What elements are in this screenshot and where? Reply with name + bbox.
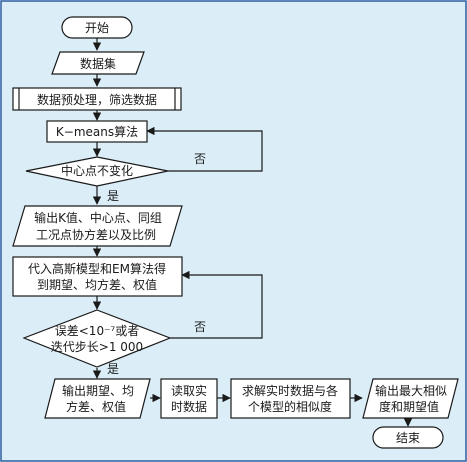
start-label: 开始 — [85, 21, 109, 35]
out-expect-label-line1: 输出期望、均 — [62, 383, 134, 398]
out-expect-label-line2: 方差、权值 — [66, 399, 126, 414]
gmm-box — [12, 256, 183, 297]
kmeans-box — [46, 120, 148, 143]
read-label-line2: 时数据 — [171, 399, 207, 414]
out-max-io-shape — [362, 378, 459, 419]
output-k-io-shape — [12, 205, 183, 247]
error-label-line2: 迭代步长>1 000 — [51, 340, 143, 354]
read-box — [160, 378, 218, 419]
end-terminal — [372, 426, 444, 449]
preprocess-label: 数据预处理，筛选数据 — [37, 92, 157, 107]
no-label-2: 否 — [194, 320, 206, 334]
yes-label-1: 是 — [107, 189, 119, 203]
error-decision — [22, 309, 172, 368]
connectors — [92, 38, 413, 427]
dataset-label: 数据集 — [80, 56, 116, 71]
loop-no-to-kmeans — [146, 126, 263, 172]
kmeans-label: K−means算法 — [56, 124, 138, 139]
out-max-label-line2: 度和期望值 — [379, 399, 439, 414]
similarity-box — [230, 378, 351, 419]
gmm-label-line2: 到期望、均方差、权值 — [37, 277, 157, 292]
similarity-label-line1: 求解实时数据与各 — [242, 383, 338, 398]
read-label-line1: 读取实 — [171, 383, 207, 398]
gmm-label-line1: 代入高斯模型和EM算法得 — [28, 261, 166, 276]
start-terminal — [61, 16, 133, 39]
similarity-label-line2: 个模型的相似度 — [248, 399, 332, 414]
center-unchanged-decision — [25, 156, 169, 187]
yes-label-2: 是 — [107, 362, 119, 376]
error-label-line1: 误差<10⁻⁷或者 — [55, 324, 139, 338]
out-max-label-line1: 输出最大相似 — [375, 383, 447, 398]
center-unchanged-label: 中心点不变化 — [61, 163, 133, 178]
end-label: 结束 — [396, 431, 420, 445]
no-label-1: 否 — [194, 152, 206, 166]
output-k-label-line2: 工况点协方差以及比例 — [36, 227, 156, 242]
loop-no-to-gmm — [170, 270, 263, 339]
dataset-io-shape — [51, 51, 145, 75]
preprocess-box — [12, 87, 182, 111]
output-k-label-line1: 输出K值、中心点、同组 — [34, 210, 162, 225]
out-expect-io-shape — [44, 378, 151, 419]
